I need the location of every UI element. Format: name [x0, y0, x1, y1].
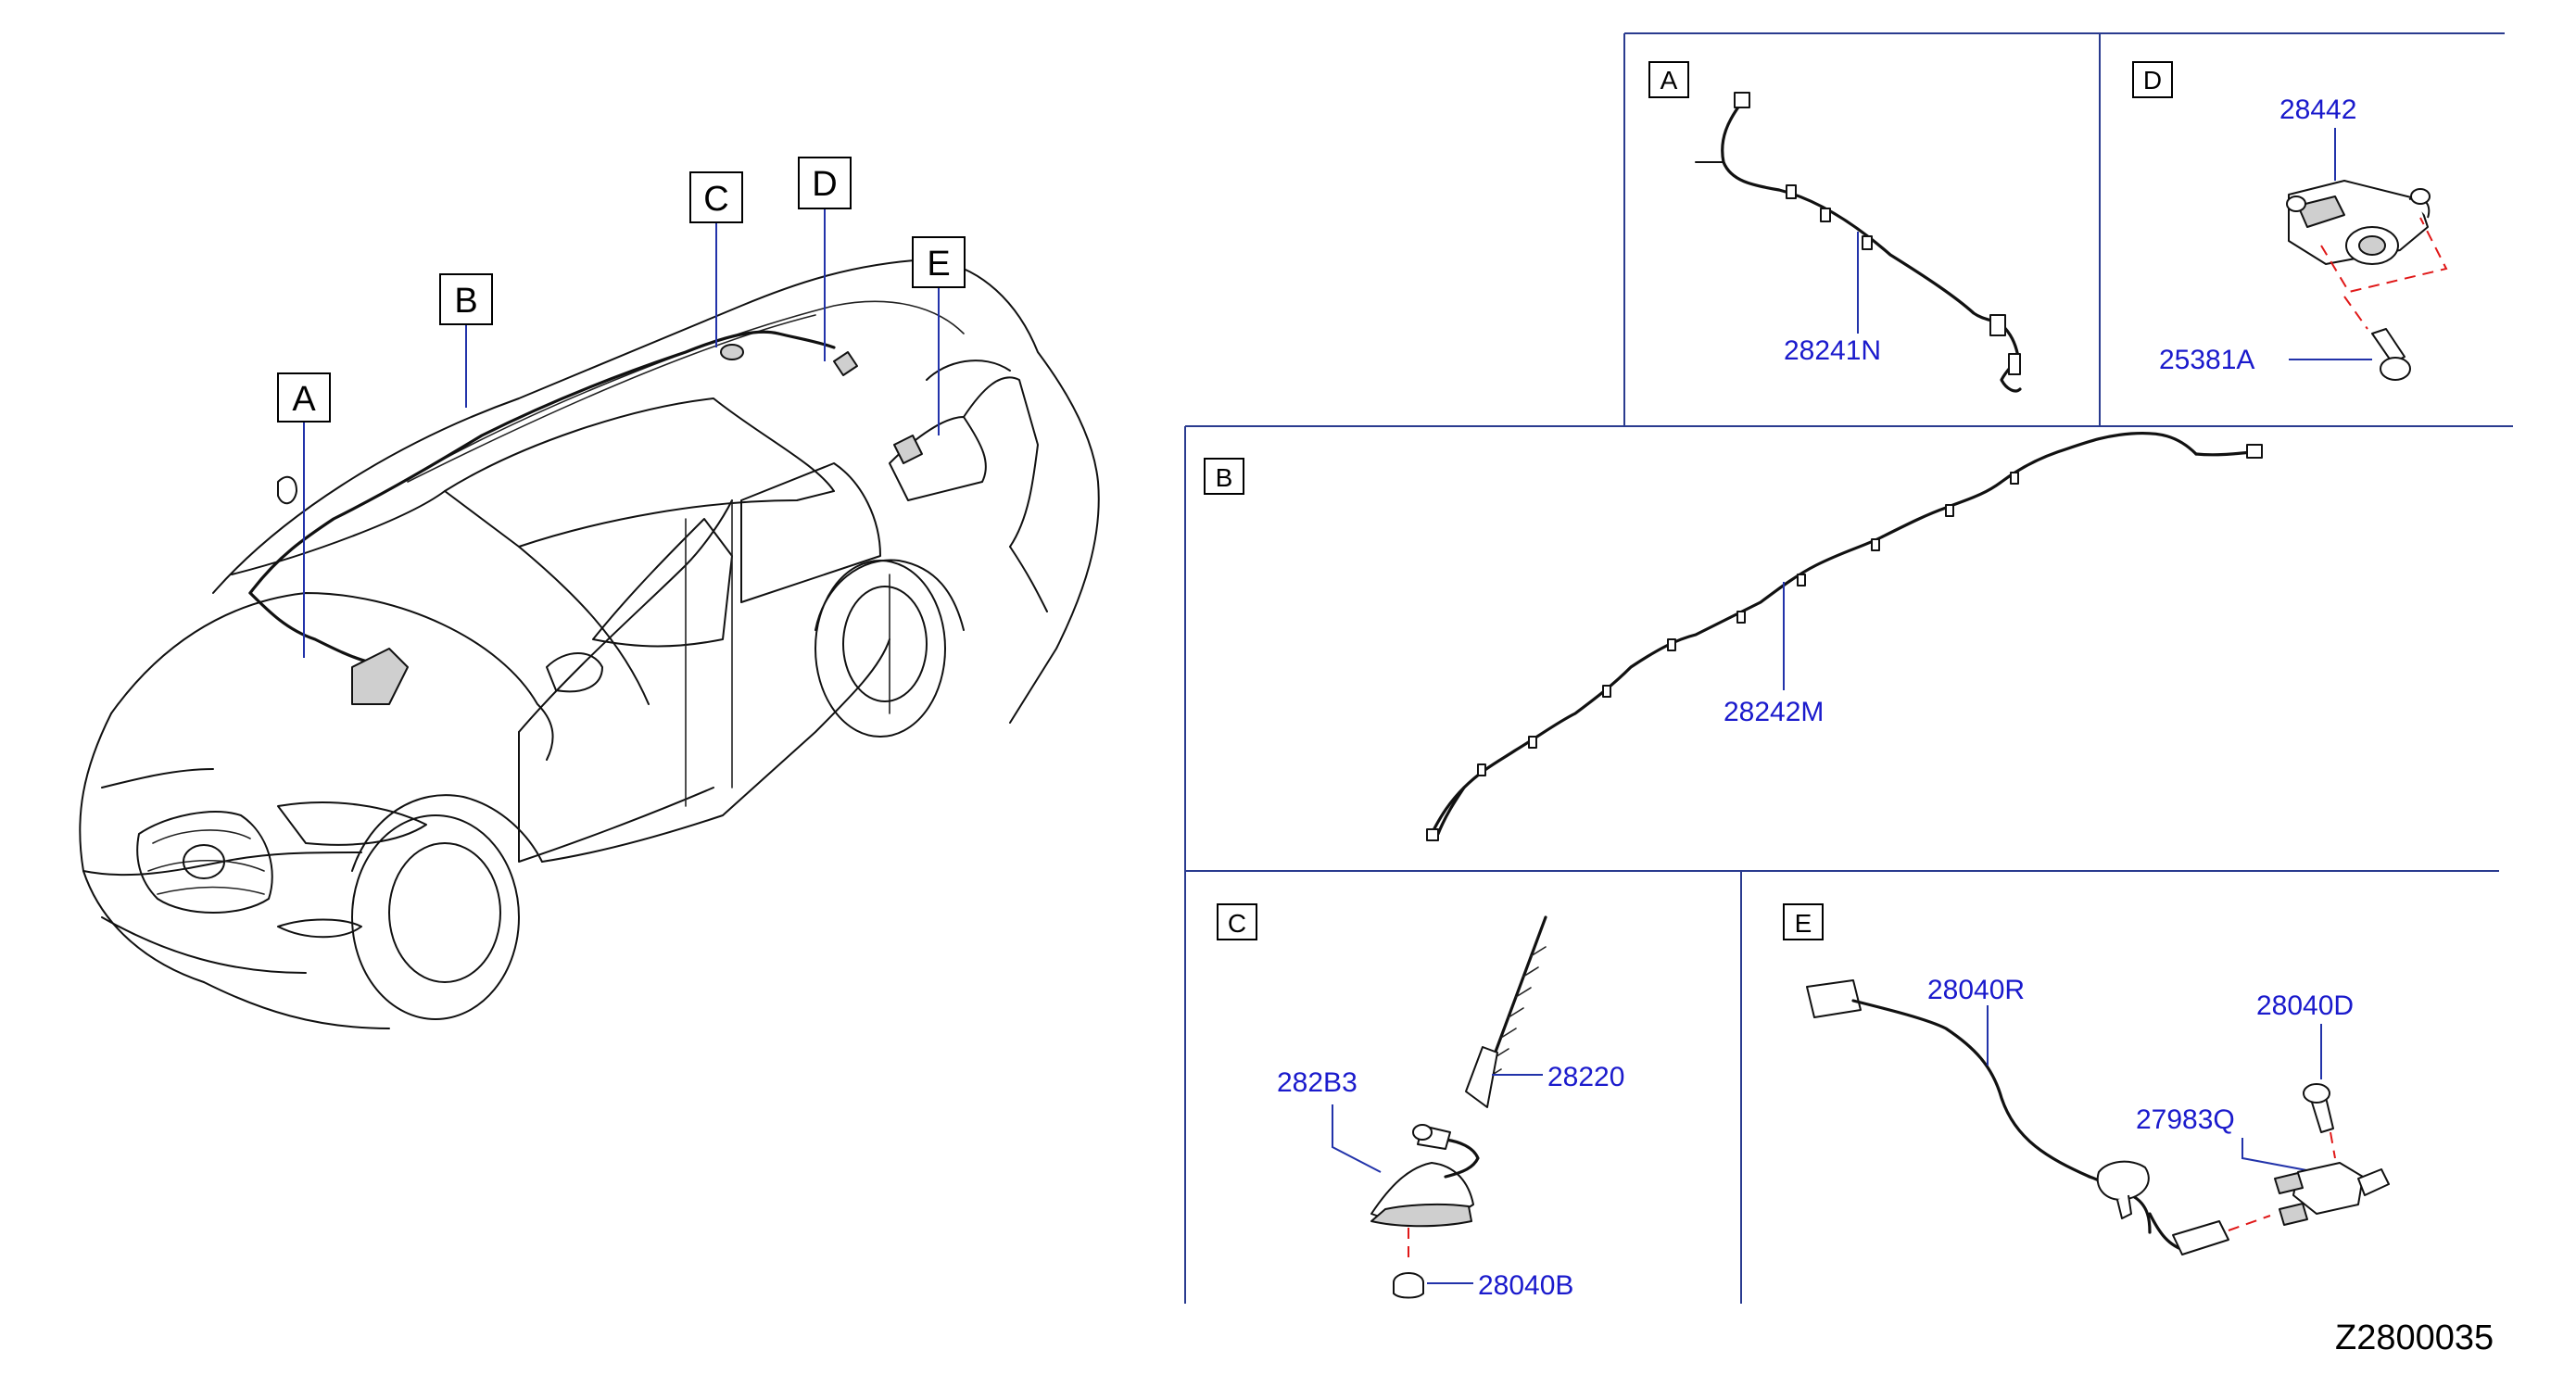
nut-28040b-drawing [1393, 1272, 1424, 1299]
harness-28241n-drawing [1695, 92, 2022, 393]
panel-b-label: B [1216, 463, 1233, 492]
panel-a-label: A [1661, 66, 1678, 95]
callout-label-d: D [812, 165, 837, 204]
bolt-28040d-drawing [2303, 1083, 2334, 1133]
callout-label-c: C [703, 180, 728, 219]
camera-28442-drawing [2286, 180, 2431, 265]
panel-e-label: E [1795, 909, 1812, 938]
cable-28040r-drawing [1806, 979, 2229, 1255]
callout-box-a: A [277, 372, 331, 423]
callout-box-d: D [798, 157, 852, 209]
part-number-28040d: 28040D [2256, 990, 2354, 1021]
vehicle-overview [79, 259, 1100, 1029]
callout-label-b: B [454, 282, 477, 321]
part-number-282b3: 282B3 [1277, 1067, 1357, 1098]
harness-28242m-drawing [1426, 431, 2263, 841]
overview-leaders [303, 208, 940, 658]
antenna-base-282b3-drawing [1370, 1124, 1480, 1228]
callout-box-c: C [689, 171, 743, 223]
panel-d: D 28442 25381A [2132, 61, 2448, 381]
panel-frames [1184, 32, 2513, 1304]
panel-c: C 28220 282B3 28040B [1217, 903, 1624, 1301]
bolt-25381a-drawing [2371, 328, 2411, 381]
part-number-28242m: 28242M [1724, 697, 1824, 727]
panel-b: B 28242M [1204, 431, 2263, 841]
panel-e: E 28040R 28040D 27983Q [1783, 903, 2390, 1255]
diagram-code: Z2800035 [2335, 1318, 2494, 1357]
panel-d-label: D [2143, 66, 2162, 95]
callout-box-b: B [439, 273, 493, 325]
panel-c-label: C [1228, 909, 1246, 938]
part-number-28040b: 28040B [1478, 1270, 1573, 1301]
part-number-28040r: 28040R [1927, 975, 2025, 1005]
callout-label-e: E [927, 245, 950, 284]
panel-a: A 28241N [1648, 61, 2022, 393]
bracket-27983q-drawing [2274, 1162, 2390, 1226]
antenna-rod-28220-drawing [1465, 915, 1547, 1108]
part-number-25381a: 25381A [2159, 345, 2254, 375]
callout-box-e: E [912, 236, 966, 288]
callout-label-a: A [292, 380, 316, 419]
part-number-28442: 28442 [2279, 95, 2356, 125]
part-number-28241n: 28241N [1784, 335, 1881, 366]
part-number-28220: 28220 [1547, 1062, 1624, 1092]
vehicle-harnesses [248, 330, 923, 705]
part-number-27983q: 27983Q [2136, 1104, 2235, 1135]
